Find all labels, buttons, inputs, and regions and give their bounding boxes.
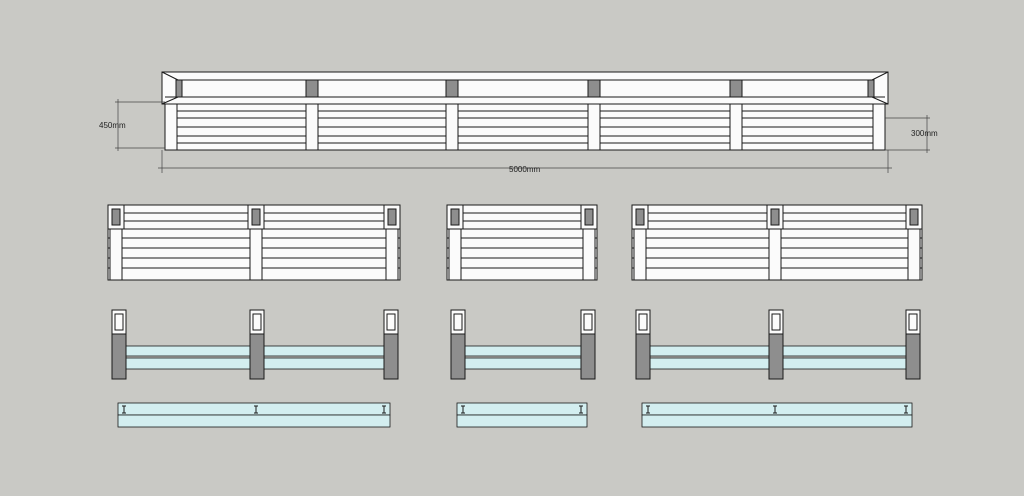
top-connector [305, 79, 319, 98]
module [446, 204, 598, 281]
top-connector [445, 79, 459, 98]
rail-lower [641, 414, 913, 428]
post [249, 228, 263, 281]
post-connector [584, 208, 594, 226]
post-connector [450, 208, 460, 226]
post-slat-frames [111, 309, 921, 380]
rail [641, 402, 913, 428]
post [635, 333, 651, 380]
post [633, 228, 647, 281]
rail [117, 402, 391, 428]
dimension-label-450: 450mm [99, 121, 126, 130]
dimension-length: 5000mm [158, 150, 892, 174]
module [107, 204, 401, 281]
post [445, 103, 459, 151]
post [582, 228, 596, 281]
rail-lower [456, 414, 588, 428]
post [907, 228, 921, 281]
full-planter-elevation [161, 71, 889, 151]
post [729, 103, 743, 151]
post [872, 103, 886, 151]
post [109, 228, 123, 281]
top-connector [587, 79, 601, 98]
post [383, 333, 399, 380]
post [450, 333, 466, 380]
post [768, 228, 782, 281]
post [385, 228, 399, 281]
dimension-height-right: 300mm [885, 115, 938, 153]
post-connector [909, 208, 919, 226]
frame [635, 309, 921, 380]
slat [454, 345, 590, 357]
base-rails [117, 402, 913, 428]
post [587, 103, 601, 151]
slat [454, 357, 590, 370]
rail-upper [456, 402, 588, 416]
dimension-label-5000: 5000mm [509, 165, 540, 174]
post [111, 333, 127, 380]
module-elevations [107, 204, 923, 281]
post [448, 228, 462, 281]
module-upper [446, 204, 598, 230]
post-connector [387, 208, 397, 226]
rail-lower [117, 414, 391, 428]
module [631, 204, 923, 281]
post-connector [111, 208, 121, 226]
dimension-label-300: 300mm [911, 129, 938, 138]
post [768, 333, 784, 380]
frame [111, 309, 399, 380]
post-connector [251, 208, 261, 226]
post [580, 333, 596, 380]
post-connector [770, 208, 780, 226]
post-connector [635, 208, 645, 226]
post [905, 333, 921, 380]
post [249, 333, 265, 380]
rail [456, 402, 588, 428]
module-body [446, 228, 598, 281]
post [164, 103, 178, 151]
top-connector [729, 79, 743, 98]
dimension-height-left: 450mm [99, 99, 165, 151]
frame [450, 309, 596, 380]
post [305, 103, 319, 151]
